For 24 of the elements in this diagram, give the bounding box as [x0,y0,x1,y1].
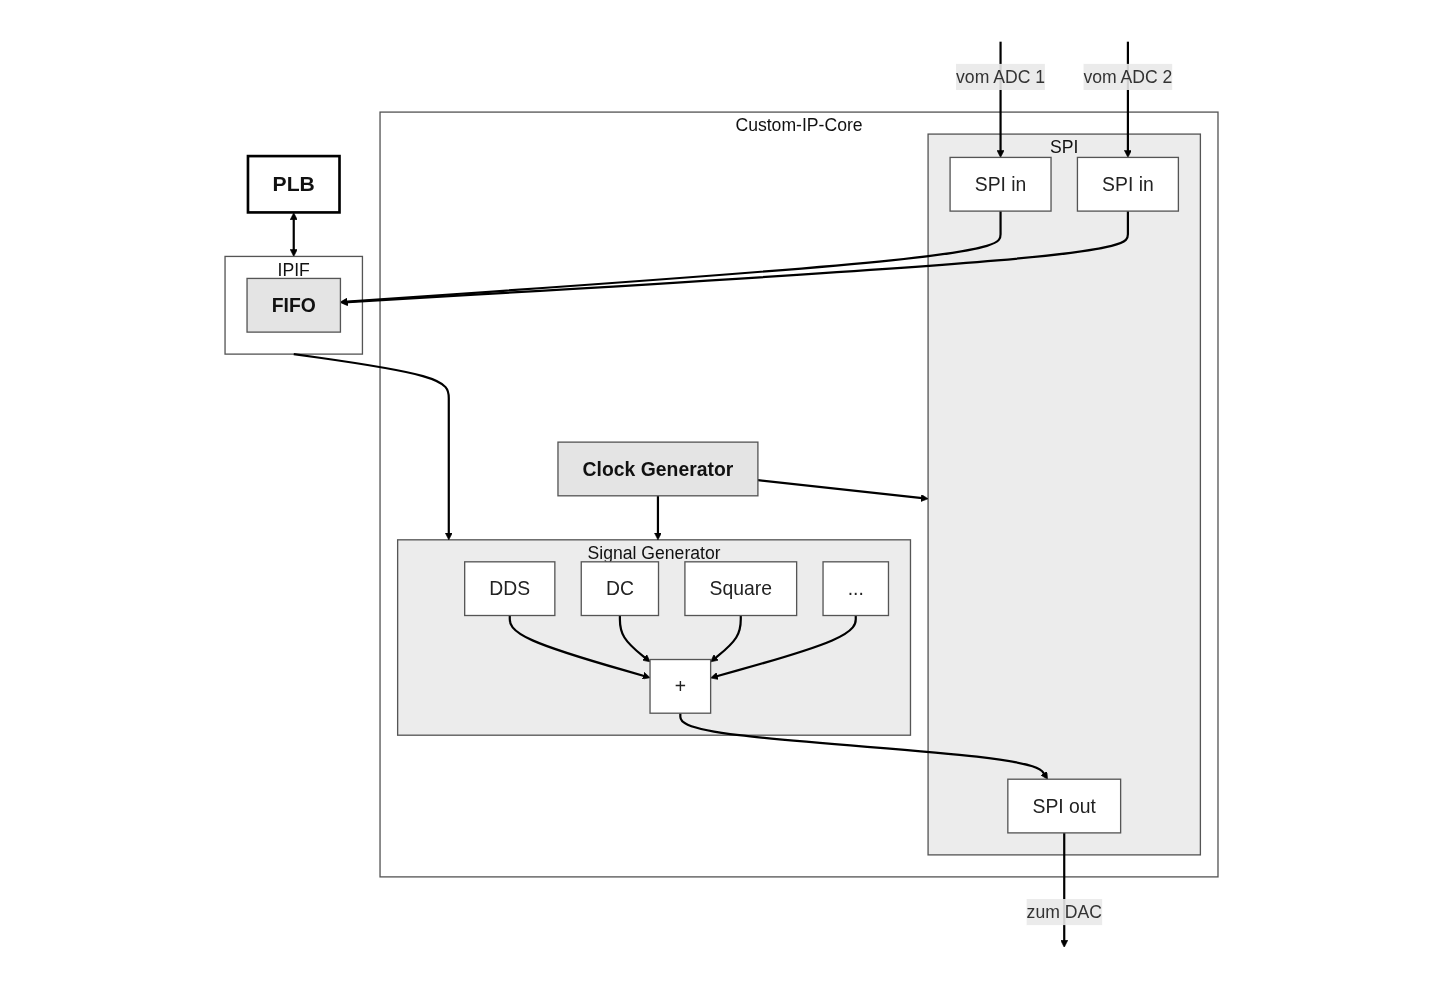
arrow [654,495,663,541]
node-box: PLB [247,154,342,214]
node-box: DDS [464,561,556,617]
edge-label: vom ADC 1 [956,67,1046,87]
arrow [710,615,743,663]
node-box: DC [581,561,660,617]
node-box: SPI in [1077,156,1180,212]
node-box: SPI out [1007,778,1122,834]
node-box: SPI in [949,156,1053,212]
arrow [679,713,1049,780]
node-box: FIFO [246,277,342,333]
node-box: + [649,658,712,714]
arrow [509,615,651,680]
arrow [758,479,929,502]
arrow [290,212,299,257]
arrow [294,353,454,541]
node-box: Clock Generator [557,441,760,497]
arrow [710,615,858,680]
node-box: Square [684,561,798,617]
edge-label: zum DAC [1027,902,1103,922]
arrow [619,615,651,663]
edge-label: vom ADC 2 [1083,67,1173,87]
node-box: ... [822,561,890,617]
arrow [340,211,1130,306]
